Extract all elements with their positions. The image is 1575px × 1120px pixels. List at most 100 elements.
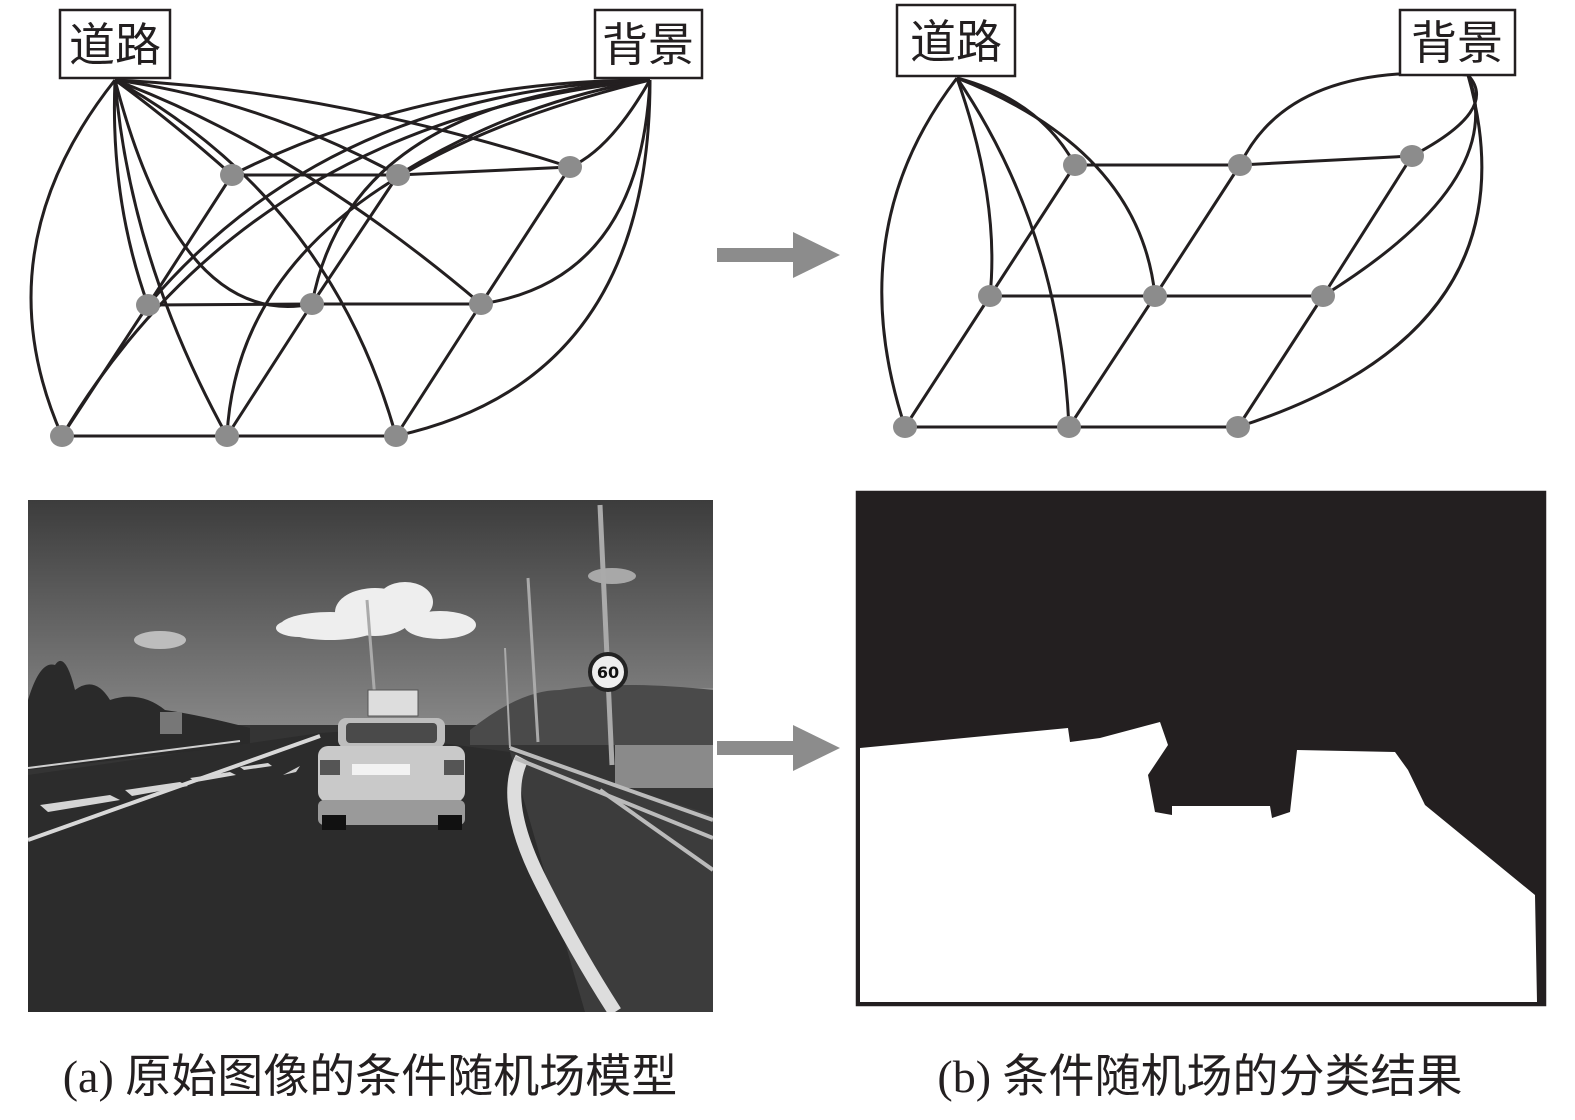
road-label-box-a: 道路 [58, 8, 172, 80]
graph-b-background-label-edge [1411, 73, 1478, 158]
graph-b-neighbor-edge [1067, 295, 1157, 428]
photo-lane-edge [28, 740, 241, 769]
graph-a-pixel-node [136, 294, 160, 316]
graph-b-pixel-node [1063, 154, 1087, 176]
graph-b-background-label-edge [1237, 74, 1484, 429]
graph-b-road-label-edge [956, 76, 1077, 166]
photo-cloud-small-left [134, 631, 186, 649]
graph-a-neighbor-edge [225, 303, 314, 437]
graph-a-pixel-node [469, 293, 493, 315]
graph-b-pixel-node [1226, 416, 1250, 438]
graph-b-pixel-node [1228, 154, 1252, 176]
photo-building-left [160, 712, 182, 734]
photo-car [318, 718, 465, 830]
segmentation-frame [855, 490, 1547, 1007]
photo-cloud [276, 582, 476, 640]
crf-graph-result-edges [880, 71, 1484, 429]
caption-b: (b) 条件随机场的分类结果 [937, 1051, 1462, 1102]
photo-poles [365, 504, 615, 766]
photo-road [28, 731, 585, 1012]
arrow-top-shaft [717, 248, 795, 262]
graph-a-background-label-edge [60, 78, 651, 437]
photo-road-arrow [283, 766, 300, 775]
graph-b-pixel-node [1143, 285, 1167, 307]
road-label-box-b: 道路 [895, 3, 1017, 78]
road-label-a: 道路 [69, 18, 161, 72]
graph-a-road-label-edge [112, 79, 150, 306]
road-label-b: 道路 [910, 15, 1002, 69]
graph-a-neighbor-edge [146, 174, 234, 306]
graph-b-pixel-node [1400, 145, 1424, 167]
graph-b-pixel-node [1311, 285, 1335, 307]
graph-a-background-label-edge [310, 78, 651, 305]
crf-graph-result: 道路 背景 [880, 3, 1517, 438]
graph-b-neighbor-edge [1239, 154, 1413, 167]
graph-a-background-label-edge [395, 79, 652, 438]
graph-a-neighbor-edge [310, 174, 400, 305]
crf-graph-original-edges [29, 78, 652, 438]
arrow-top [717, 232, 840, 278]
graph-b-road-label-edge [955, 77, 994, 297]
caption-a: (a) 原始图像的条件随机场模型 [63, 1051, 678, 1102]
road-photo: 60 [28, 500, 713, 1012]
graph-b-neighbor-edge [1236, 295, 1325, 428]
arrow-bottom-head [793, 725, 840, 771]
graph-a-neighbor-edge [394, 303, 483, 437]
photo-lane-dashes [40, 763, 272, 812]
crf-graph-original: 道路 背景 [29, 8, 704, 447]
arrow-bottom-shaft [717, 741, 795, 755]
graph-a-road-label-edge [113, 79, 313, 308]
graph-b-neighbor-edge [1153, 164, 1242, 297]
graph-a-background-label-edge [146, 78, 651, 306]
photo-hills-right [470, 685, 713, 745]
graph-a-road-label-edge [113, 79, 229, 437]
graph-b-neighbor-edge [903, 295, 992, 428]
background-label-box-a: 背景 [593, 8, 704, 80]
graph-a-pixel-node [220, 164, 244, 186]
background-label-a: 背景 [602, 18, 694, 72]
segmentation-result [855, 490, 1547, 1007]
graph-b-background-label-edge [1238, 71, 1469, 166]
crf-graph-result-nodes [893, 145, 1424, 438]
graph-a-background-label-edge [225, 78, 651, 437]
graph-a-road-label-edge [114, 78, 398, 437]
photo-speed-sign-text: 60 [597, 663, 619, 682]
segmentation-road-region [860, 722, 1537, 1002]
graph-b-road-label-edge [955, 77, 1071, 428]
graph-b-road-label-edge [956, 76, 1157, 297]
graph-b-pixel-node [1057, 416, 1081, 438]
graph-a-road-label-edge [114, 78, 571, 169]
graph-a-background-label-edge [231, 78, 651, 177]
graph-a-road-label-edge [29, 79, 117, 437]
photo-guardrail [509, 746, 713, 872]
graph-b-pixel-node [893, 416, 917, 438]
arrow-bottom [717, 725, 840, 771]
graph-a-neighbor-edge [397, 165, 571, 177]
graph-a-road-label-edge [114, 78, 482, 306]
graph-a-pixel-node [50, 425, 74, 447]
photo-trees-left [28, 660, 250, 770]
photo-cloud-small-right [588, 568, 636, 584]
graph-a-road-label-edge [114, 78, 233, 177]
background-label-box-b: 背景 [1398, 8, 1517, 77]
graph-a-pixel-node [558, 156, 582, 178]
graph-a-neighbor-edge [147, 302, 313, 307]
arrow-top-head [793, 232, 840, 278]
graph-a-pixel-node [300, 293, 324, 315]
graph-a-pixel-node [215, 425, 239, 447]
photo-gantry-sign [367, 689, 419, 717]
crf-graph-original-nodes [50, 156, 582, 447]
graph-b-road-label-edge [880, 77, 959, 428]
photo-curb-line [507, 754, 621, 1012]
graph-a-neighbor-edge [479, 166, 572, 305]
graph-b-neighbor-edge [1321, 155, 1414, 297]
photo-speed-sign [588, 652, 628, 692]
graph-a-background-label-edge [397, 78, 651, 177]
graph-a-pixel-node [384, 425, 408, 447]
graph-a-pixel-node [386, 164, 410, 186]
graph-b-background-label-edge [1322, 74, 1478, 298]
graph-a-background-label-edge [480, 79, 652, 306]
graph-b-pixel-node [978, 285, 1002, 307]
background-label-b: 背景 [1411, 16, 1503, 70]
